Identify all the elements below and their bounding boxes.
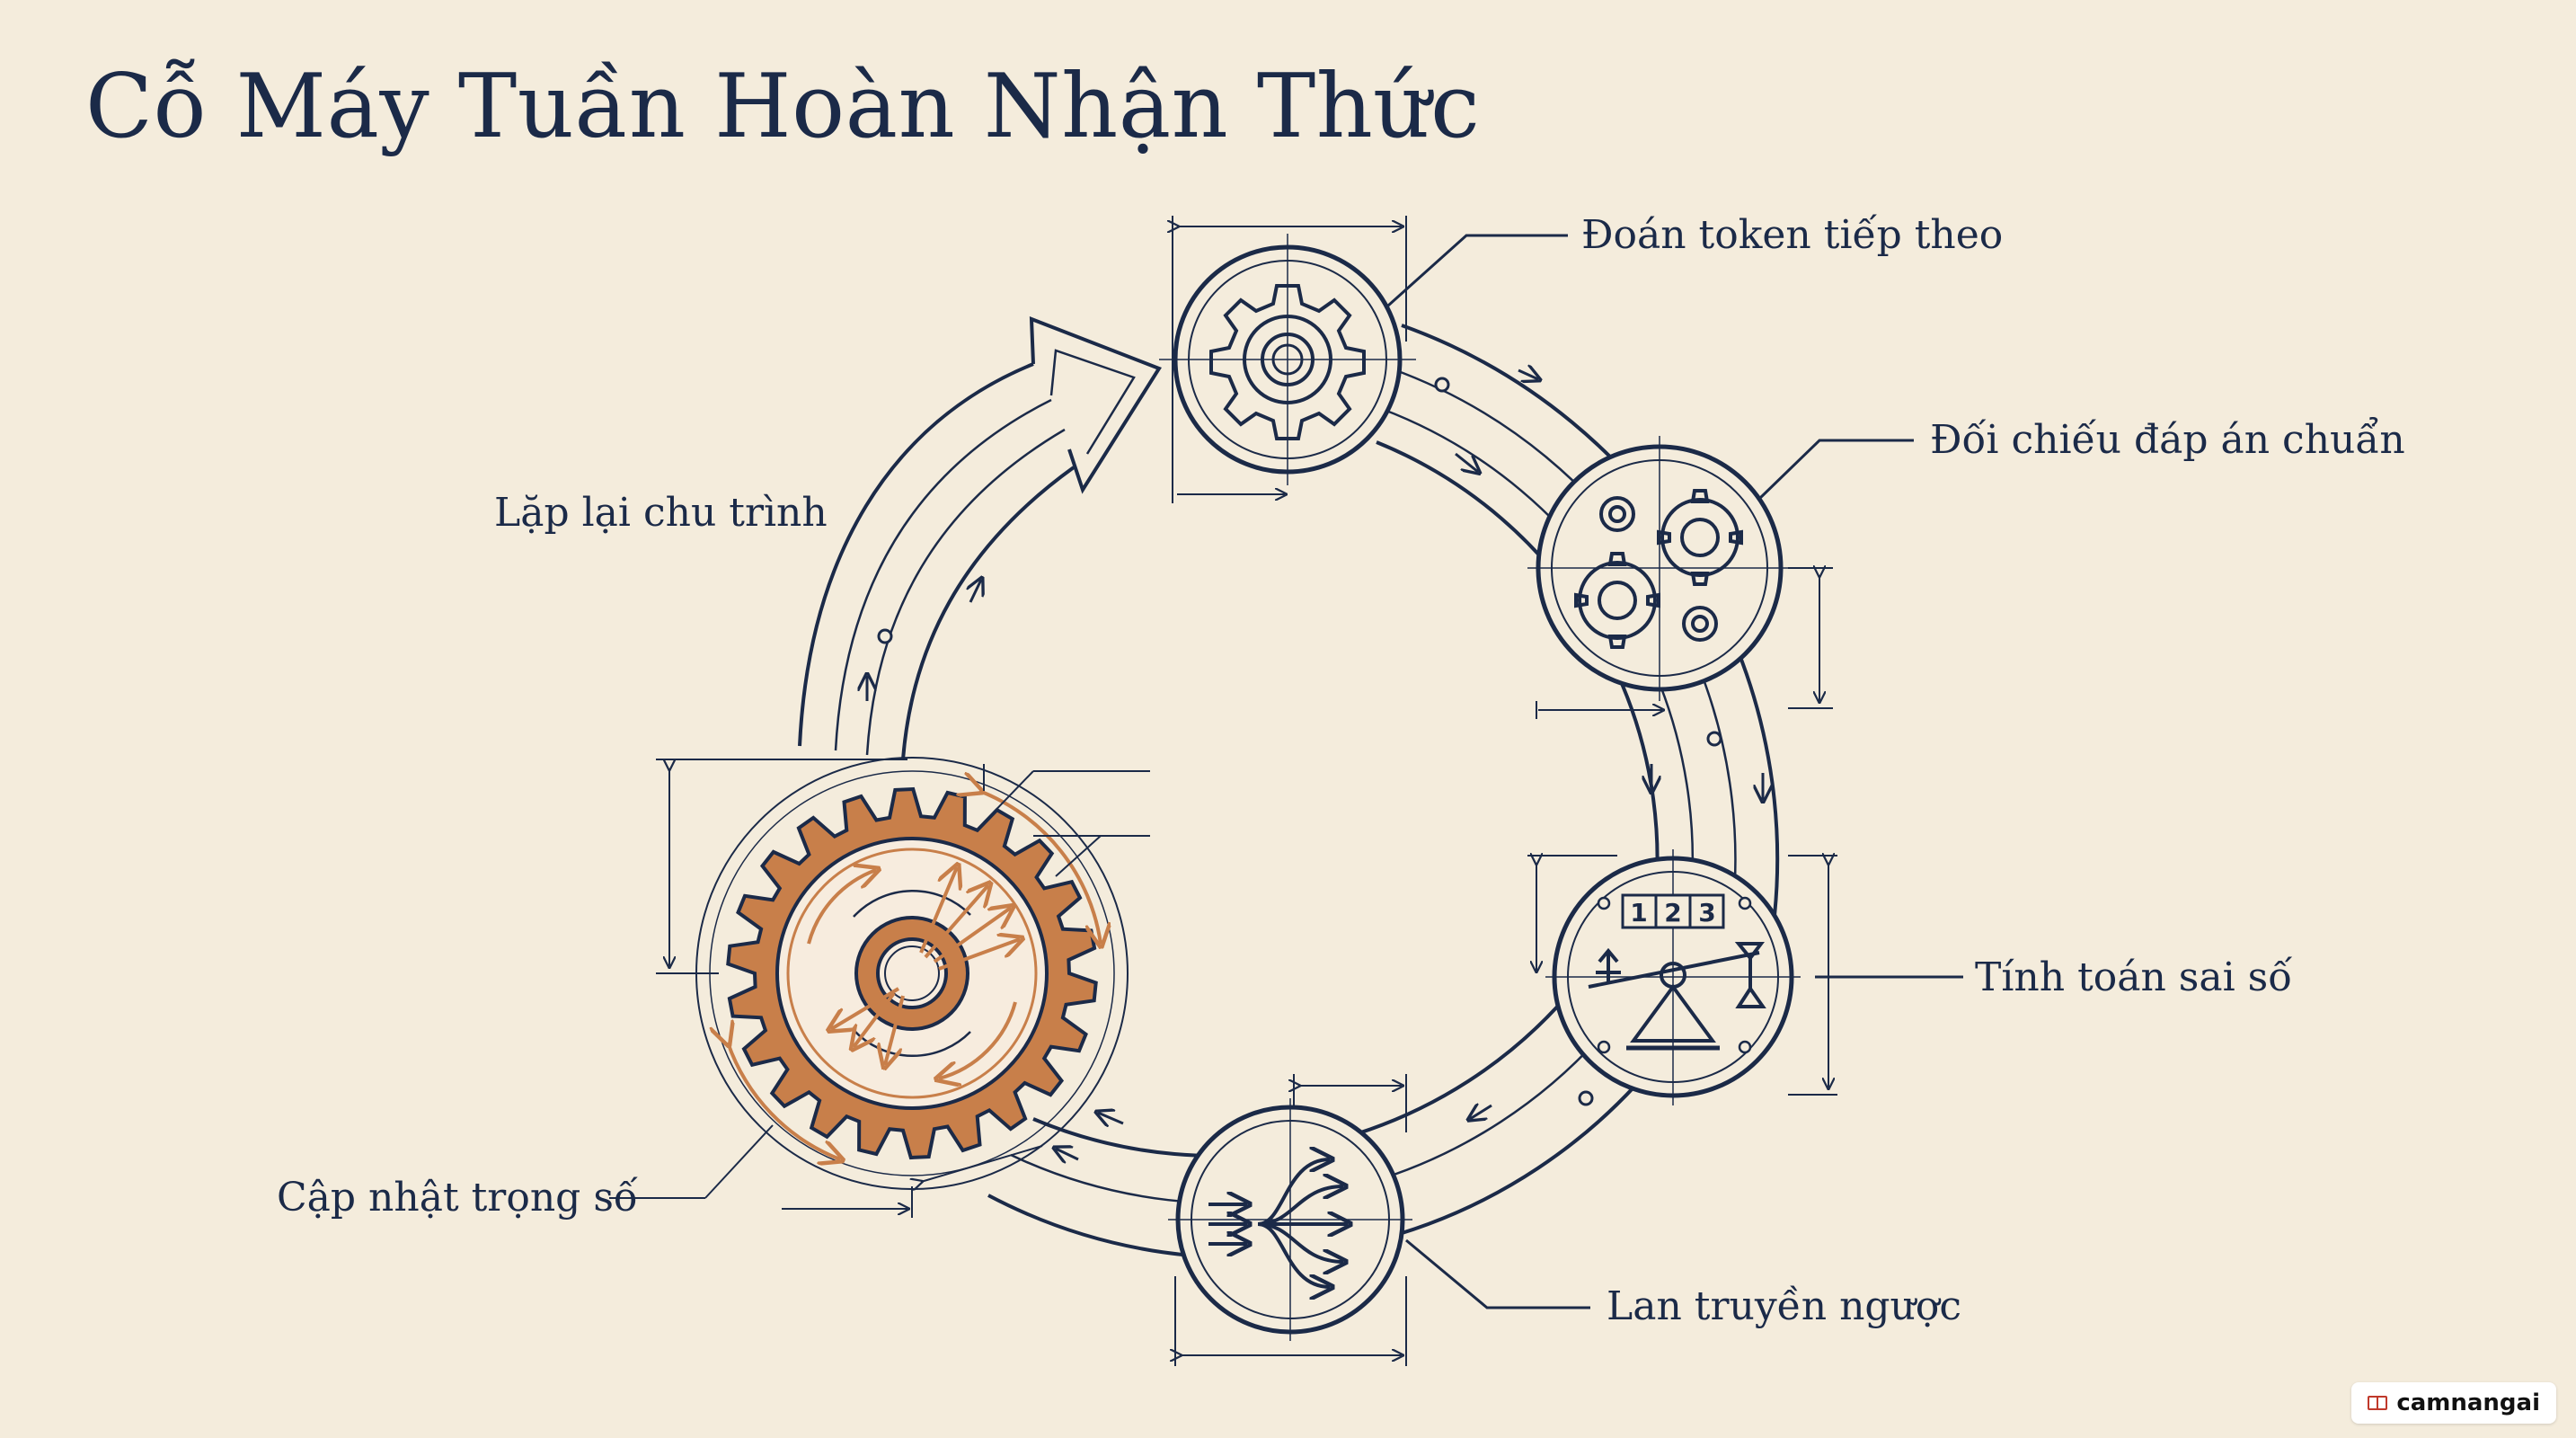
loop-arrow-icon bbox=[1029, 316, 1162, 494]
counter-digit-1: 1 bbox=[1630, 898, 1647, 928]
watermark-text: camnangai bbox=[2396, 1389, 2540, 1416]
node-predict bbox=[1159, 216, 1416, 503]
branching-arrows-icon bbox=[1208, 1159, 1348, 1287]
balance-icon bbox=[1588, 942, 1766, 1051]
node-update bbox=[609, 757, 1150, 1218]
book-icon bbox=[2368, 1396, 2388, 1410]
step-label-compare: Đối chiếu đáp án chuẩn bbox=[1930, 416, 2405, 463]
counter-display: 1 2 3 bbox=[1621, 893, 1725, 929]
gear-icon bbox=[1209, 284, 1366, 440]
gears-icon bbox=[1574, 489, 1743, 649]
step-label-predict: Đoán token tiếp theo bbox=[1581, 212, 2003, 258]
page-title: Cỗ Máy Tuần Hoàn Nhận Thức bbox=[85, 56, 1481, 158]
leader-lines bbox=[1386, 234, 1963, 1309]
step-label-backprop: Lan truyền ngược bbox=[1607, 1283, 1961, 1329]
loop-label: Lặp lại chu trình bbox=[494, 490, 828, 536]
node-error: 1 2 3 bbox=[1527, 849, 1837, 1105]
counter-digit-2: 2 bbox=[1664, 898, 1681, 928]
node-compare bbox=[1527, 436, 1833, 719]
weight-update-arrows bbox=[728, 791, 1101, 1159]
step-label-update: Cập nhật trọng số bbox=[277, 1175, 638, 1221]
step-label-error: Tính toán sai số bbox=[1975, 954, 2292, 1000]
watermark-badge: camnangai bbox=[2351, 1382, 2556, 1424]
node-backprop bbox=[1168, 1074, 1412, 1366]
counter-digit-3: 3 bbox=[1698, 898, 1715, 928]
copper-gear-icon bbox=[726, 786, 1098, 1160]
direction-arrows bbox=[867, 370, 1763, 1159]
